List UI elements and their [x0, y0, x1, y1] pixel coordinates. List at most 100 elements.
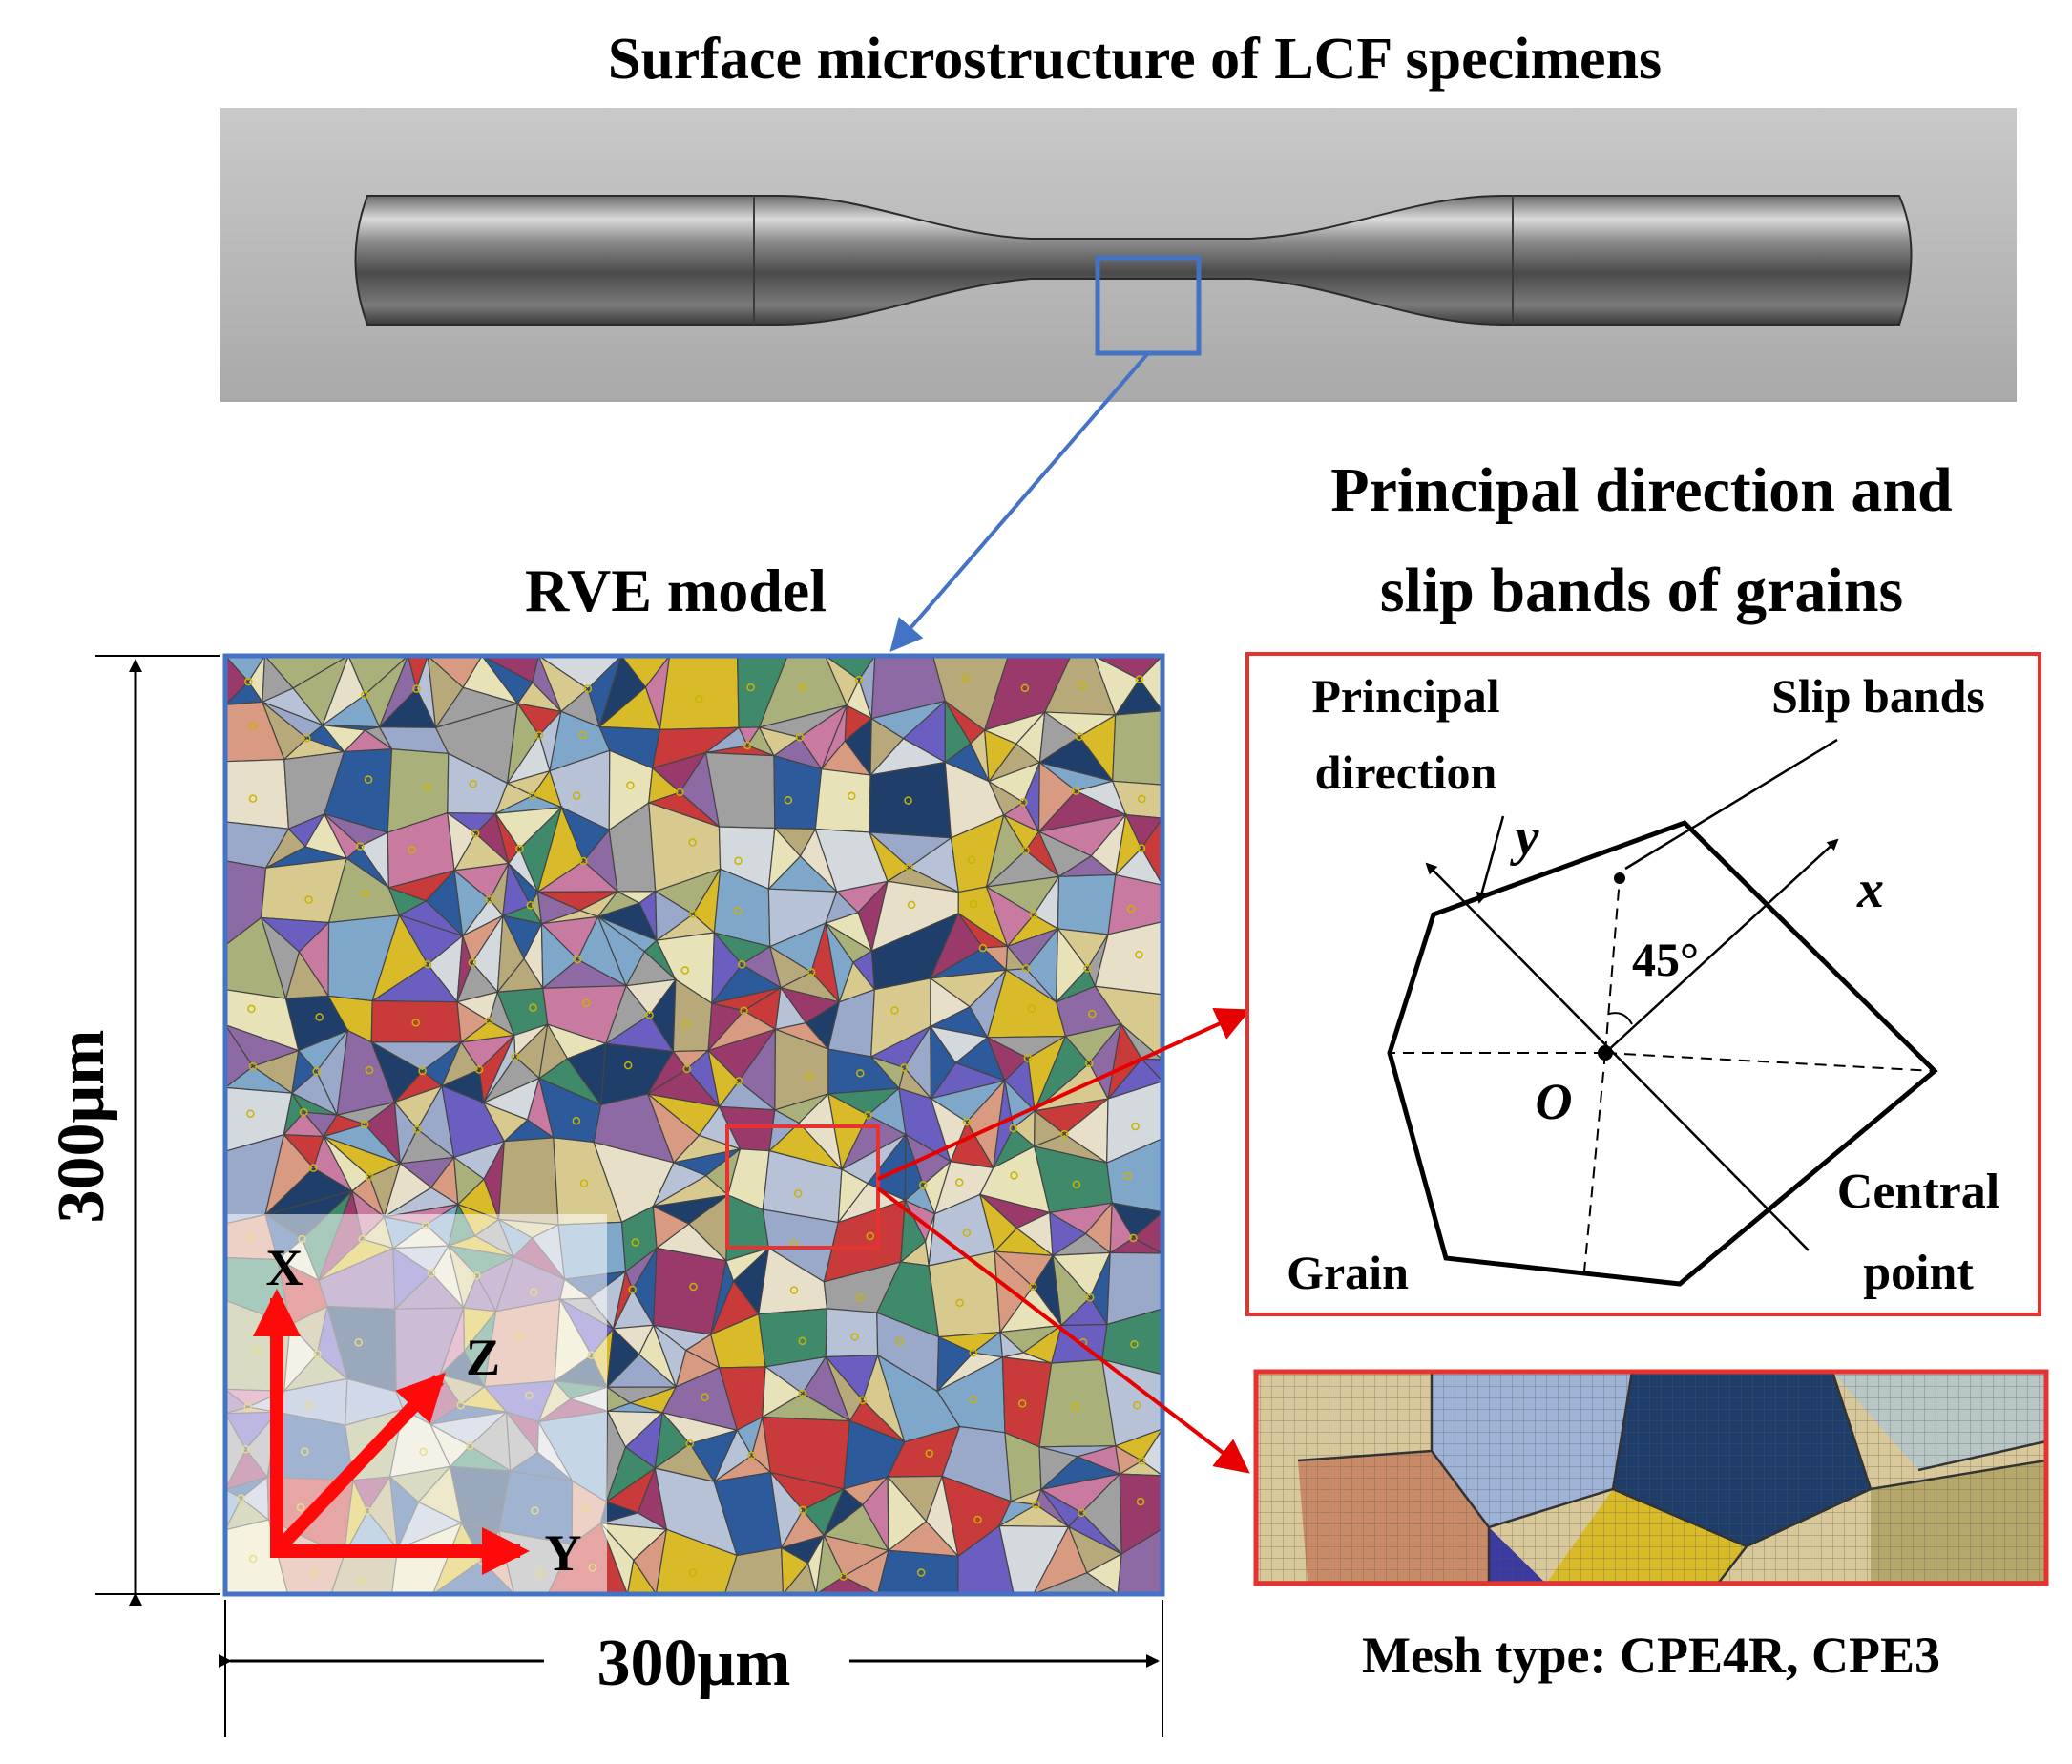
grain-center-marker [1020, 683, 1030, 693]
grain-cell [1111, 780, 1162, 819]
grain-cell [1106, 1251, 1162, 1326]
grain-cell [930, 1024, 957, 1101]
grain-cell [997, 1501, 1038, 1528]
grain-center-marker [468, 958, 477, 967]
grain-y-label: y [1510, 808, 1540, 867]
grain-cell [711, 931, 743, 1005]
grain-center-marker [469, 780, 478, 788]
grain-center-marker [1071, 1402, 1079, 1412]
grain-center-marker [738, 960, 746, 969]
grain-center-marker [474, 1065, 484, 1074]
grain-cell [815, 1533, 845, 1594]
grain-cell [1037, 830, 1093, 878]
grain-cell [978, 1192, 1018, 1253]
grain-cell [647, 1050, 688, 1095]
grain-center-marker [733, 907, 743, 915]
grain-center-marker [858, 1396, 868, 1405]
grain-center-marker [244, 677, 253, 686]
mesh-caption: Mesh type: CPE4R, CPE3 [1362, 1627, 1940, 1684]
grain-center-marker [356, 842, 365, 850]
width-label: 300μm [597, 1627, 791, 1700]
grain-cell [538, 1022, 569, 1080]
grain-center-marker [411, 1018, 420, 1027]
grain-cell [1106, 1081, 1162, 1165]
red-arrow-to-mesh [876, 1186, 1250, 1474]
grain-cell [823, 1487, 864, 1537]
grain-center-marker [855, 1293, 865, 1302]
grain-cell [225, 656, 250, 706]
grain-center-marker [1029, 911, 1038, 919]
grain-cell [769, 1470, 804, 1550]
grain-cell [452, 1156, 485, 1207]
grain-center-marker [1085, 1293, 1095, 1302]
grain-cell [1037, 761, 1078, 833]
grain-center-marker [304, 895, 313, 904]
grain-center-marker [526, 901, 535, 910]
grain-center-marker [578, 730, 588, 740]
grain-center-marker [916, 1568, 926, 1577]
grain-cell [321, 656, 366, 727]
grain-cell [825, 656, 860, 707]
grain-center-marker [969, 1348, 977, 1357]
grain-center-marker [412, 684, 421, 693]
axis-x-label: X [266, 1239, 303, 1296]
grain-panel-title-1: Principal direction and [1330, 455, 1953, 525]
grain-cell [887, 1475, 928, 1552]
grain-center-marker [866, 1231, 874, 1241]
grain-center-marker [418, 1066, 427, 1076]
grain-center-marker [626, 781, 635, 790]
grain-cell [427, 656, 464, 729]
grain-cell [536, 891, 582, 925]
grain-cell [930, 976, 972, 1028]
slip-bands-label: Slip bands [1771, 669, 1985, 723]
grain-cell [597, 656, 647, 729]
grain-center-marker [423, 960, 432, 969]
grain-center-marker [1126, 904, 1136, 914]
grain-center-marker [645, 1011, 654, 1019]
grain-cell [506, 702, 540, 784]
grain-cell [1107, 1022, 1142, 1102]
grain-center-marker [1075, 732, 1084, 741]
grain-cell [1040, 1488, 1083, 1528]
grain-cell [985, 813, 1027, 889]
grain-cell [814, 768, 871, 833]
grain-cell [1106, 1138, 1162, 1213]
grain-label: Grain [1287, 1246, 1409, 1299]
grain-cell [370, 1040, 424, 1103]
grain-cell [322, 1114, 367, 1138]
grain-cell [321, 724, 366, 753]
grain-cell [821, 704, 848, 770]
grain-cell [1056, 927, 1089, 1004]
grain-cell [1109, 1201, 1135, 1254]
grain-cell [260, 915, 301, 1001]
grain-cell [596, 891, 641, 918]
grain-center-marker [904, 796, 912, 805]
grain-cell [264, 828, 306, 870]
grain-cell [596, 914, 646, 988]
grain-cell [497, 1137, 559, 1226]
height-label: 300μm [45, 1030, 118, 1224]
grain-cell [944, 699, 972, 764]
central-label-1: Central [1837, 1165, 1999, 1219]
grain-center-marker [907, 900, 916, 910]
grain-center-marker [1123, 1171, 1132, 1181]
grain-cell [998, 1524, 1070, 1594]
grain-cell [705, 726, 749, 754]
grain-cell [1107, 873, 1162, 935]
grain-cell [707, 1002, 745, 1053]
grain-center-marker [365, 1065, 374, 1075]
grain-cell [762, 1365, 804, 1418]
grain-cell [604, 984, 651, 1045]
grain-center-marker [798, 1389, 807, 1398]
grain-cell [502, 861, 532, 917]
slip-point [1614, 872, 1625, 884]
grain-cell [496, 913, 525, 995]
grain-center-marker [623, 1060, 633, 1070]
grain-center-marker [798, 1336, 806, 1346]
grain-cell [651, 1162, 708, 1208]
grain-center-marker [681, 1020, 691, 1029]
grain-center-marker [534, 731, 544, 740]
figure-title: Surface microstructure of LCF specimens [608, 27, 1662, 92]
grain-center-marker [864, 1110, 872, 1120]
grain-center-marker [798, 1505, 807, 1515]
